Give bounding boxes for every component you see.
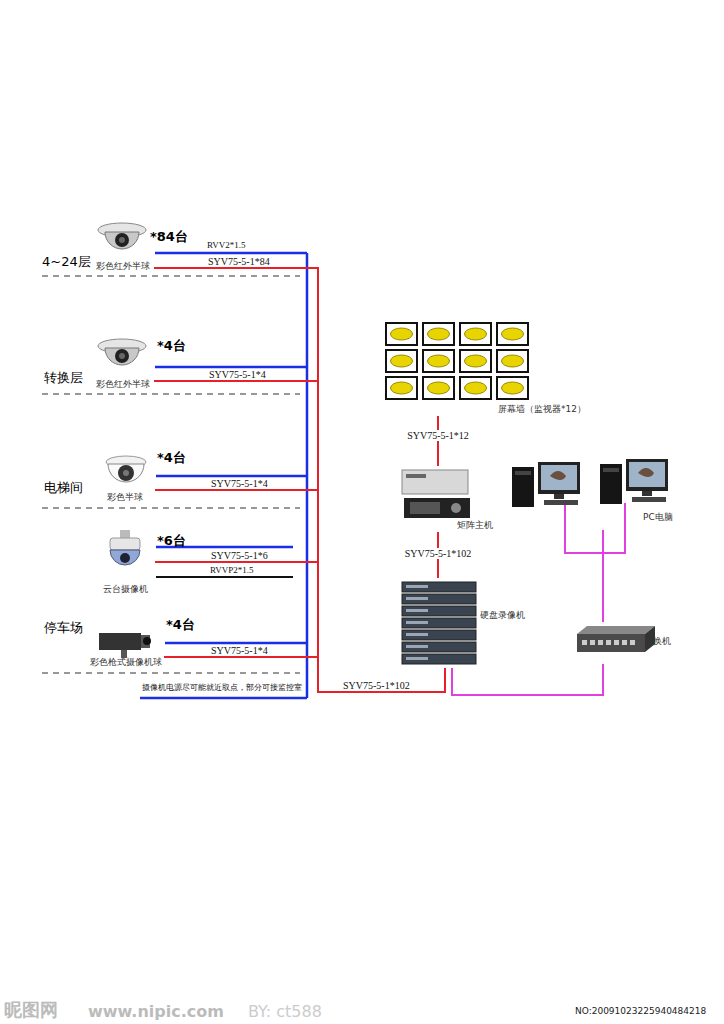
text-label: www.nipic.com <box>88 1002 224 1021</box>
device-node: 硬盘录像机 <box>398 578 533 668</box>
device-label: 彩色半球 <box>107 492 143 503</box>
device-node: 云台摄像机 <box>95 528 155 596</box>
text-label: *4台 <box>166 617 195 633</box>
device-label: 交换机 <box>644 636 671 647</box>
device-label: 硬盘录像机 <box>480 610 525 621</box>
cable-line <box>154 381 445 692</box>
text-label: SYV75-5-1*102 <box>343 680 410 692</box>
device-label: 彩色红外半球 <box>96 379 150 390</box>
cable-label: SYV75-5-1*4 <box>210 645 269 656</box>
device-label: 彩色红外半球 <box>96 261 150 272</box>
text-label: *4台 <box>157 450 186 466</box>
text-label: 停车场 <box>44 620 83 636</box>
text-label: 摄像机电源尽可能就近取点，部分可接监控室 <box>142 683 302 693</box>
cable-line <box>154 268 445 692</box>
device-node: 彩色半球 <box>97 452 155 504</box>
device-node: 彩色枪式摄像机球 <box>88 624 164 670</box>
device-node: 矩阵主机 <box>395 466 510 532</box>
device-node: PC电脑 <box>508 456 693 530</box>
text-label: *4台 <box>157 338 186 354</box>
cable-label: SYV75-5-1*102 <box>404 548 473 559</box>
cable-label: SYV75-5-1*12 <box>406 430 470 441</box>
text-label: BY: ct588 <box>248 1002 322 1021</box>
device-node: 彩色红外半球 <box>92 220 154 272</box>
text-label: 4~24层 <box>42 254 91 270</box>
text-label: NO:20091023225940484218 <box>575 1006 706 1017</box>
device-node: 屏幕墙（监视器*12） <box>383 318 595 416</box>
text-label: RVV2*1.5 <box>207 240 246 251</box>
cable-label: SYV75-5-1*6 <box>210 550 269 561</box>
cable-label: SYV75-5-1*4 <box>208 369 267 380</box>
cable-line <box>602 530 604 622</box>
device-label: 屏幕墙（监视器*12） <box>498 404 586 415</box>
text-label: 电梯间 <box>44 480 83 496</box>
text-label: RVVP2*1.5 <box>210 565 254 576</box>
device-node: 彩色红外半球 <box>92 335 154 390</box>
text-label: *6台 <box>157 533 186 549</box>
device-label: 彩色枪式摄像机球 <box>90 657 162 668</box>
cable-line <box>155 562 445 692</box>
text-label: *84台 <box>150 229 188 245</box>
cable-line <box>452 664 603 695</box>
cable-label: SYV75-5-1*84 <box>207 256 271 267</box>
device-label: 矩阵主机 <box>457 520 493 531</box>
device-label: 云台摄像机 <box>103 584 148 595</box>
text-label: 昵图网 <box>4 999 58 1021</box>
device-label: PC电脑 <box>643 512 673 523</box>
cable-label: SYV75-5-1*4 <box>210 478 269 489</box>
cable-line <box>437 416 439 466</box>
cable-line <box>155 490 445 692</box>
device-node: 交换机 <box>572 622 673 664</box>
text-label: 转换层 <box>44 370 83 386</box>
